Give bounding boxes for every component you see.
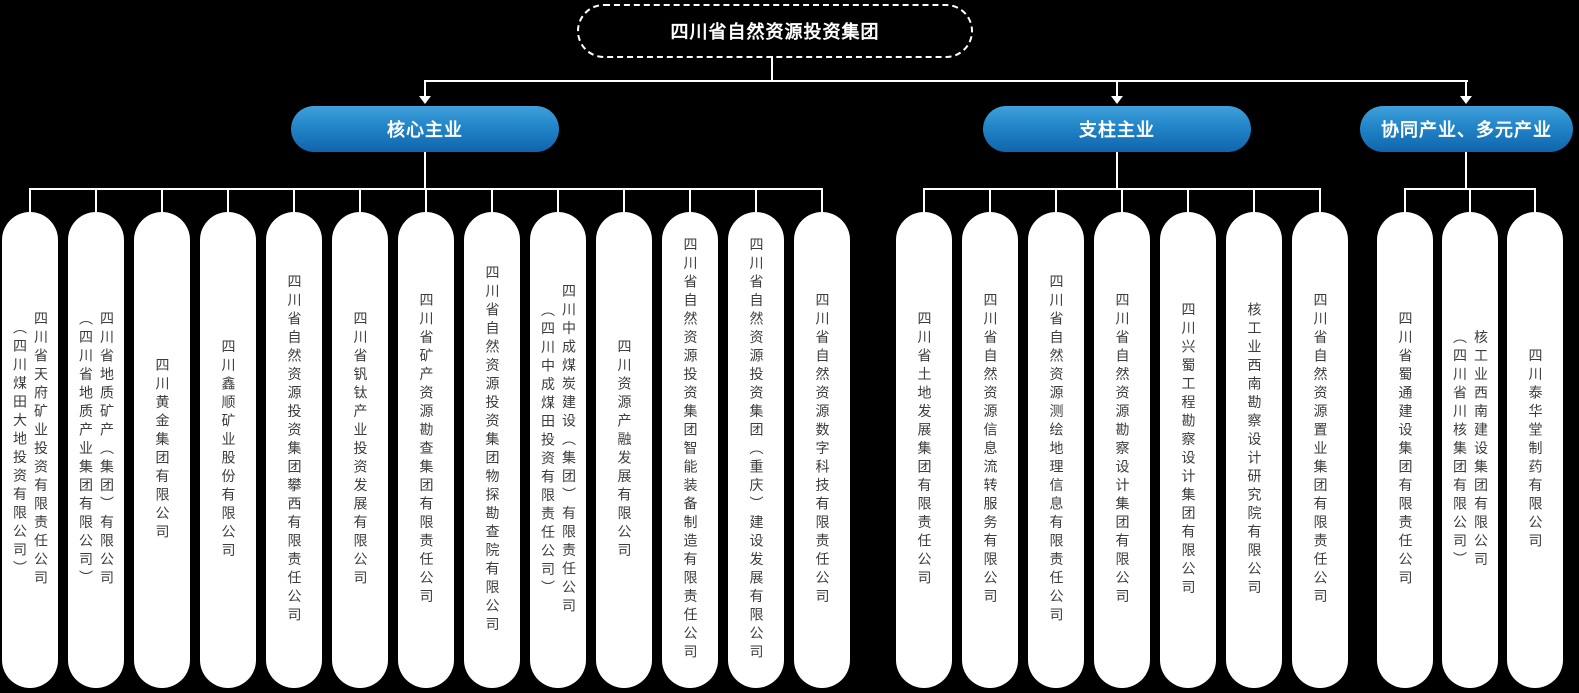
- company-node: 四川鑫顺矿业股份有限公司: [200, 212, 256, 688]
- branch-label: 协同产业、多元产业: [1381, 120, 1552, 140]
- connector-stub: [1319, 189, 1321, 212]
- connector-stub: [923, 189, 925, 212]
- company-node: 四川兴蜀工程勘察设计集团有限公司: [1160, 212, 1216, 688]
- company-name: 四川省天府矿业投资有限责任公司: [33, 311, 49, 589]
- company-name: 四川省自然资源投资集团攀西有限责任公司: [286, 274, 303, 626]
- connector-group1-drop: [424, 152, 426, 190]
- company-name: 四川省地质矿产（集团）有限公司: [99, 311, 115, 589]
- company-name: 四川兴蜀工程勘察设计集团有限公司: [1180, 302, 1197, 598]
- company-node: 四川省地质矿产（集团）有限公司 （四川省地质产业集团有限公司）: [68, 212, 124, 688]
- branch-collaborative-diversified: 协同产业、多元产业: [1360, 106, 1573, 152]
- company-node: 四川省自然资源测绘地理信息有限责任公司: [1028, 212, 1084, 688]
- company-node: 四川省自然资源勘察设计集团有限公司: [1094, 212, 1150, 688]
- company-name: 核工业西南建设集团有限公司: [1473, 329, 1489, 571]
- company-node: 四川省自然资源投资集团（重庆）建设发展有限公司: [728, 212, 784, 688]
- company-node: 四川省土地发展集团有限责任公司: [896, 212, 952, 688]
- company-node: 四川省自然资源置业集团有限责任公司: [1292, 212, 1348, 688]
- company-name: 四川省自然资源置业集团有限责任公司: [1312, 292, 1329, 608]
- company-name: 四川省自然资源勘察设计集团有限公司: [1114, 292, 1131, 608]
- connector-stub: [359, 189, 361, 212]
- company-name: 四川省蜀通建设集团有限责任公司: [1397, 311, 1414, 589]
- company-name: 四川省矿产资源勘查集团有限责任公司: [418, 292, 435, 608]
- company-node: 核工业西南建设集团有限公司 （四川省川核集团有限公司）: [1442, 212, 1498, 688]
- arrow-down-icon: [419, 96, 431, 104]
- company-node: 四川省自然资源数字科技有限责任公司: [794, 212, 850, 688]
- connector-stub: [689, 189, 691, 212]
- company-alias: （四川煤田大地投资有限公司）: [12, 320, 28, 580]
- company-node: 四川省自然资源投资集团物探勘查院有限公司: [464, 212, 520, 688]
- connector-group2-drop: [1116, 152, 1118, 190]
- company-node: 四川省自然资源信息流转服务有限公司: [962, 212, 1018, 688]
- company-node: 四川中成煤炭建设（集团）有限责任公司 （四川中成煤田投资有限责任公司）: [530, 212, 586, 688]
- company-name: 四川省自然资源投资集团智能装备制造有限责任公司: [682, 237, 699, 663]
- company-node: 四川省自然资源投资集团智能装备制造有限责任公司: [662, 212, 718, 688]
- connector-branch2-stub: [1116, 80, 1118, 97]
- company-node: 四川省天府矿业投资有限责任公司 （四川煤田大地投资有限公司）: [2, 212, 58, 688]
- connector-top-rail: [424, 80, 1468, 82]
- connector-trunk: [771, 56, 773, 82]
- connector-stub: [1187, 189, 1189, 212]
- branch-label: 核心主业: [387, 120, 463, 140]
- connector-stub: [1534, 189, 1536, 212]
- connector-stub: [29, 189, 31, 212]
- connector-group3-drop: [1465, 152, 1467, 190]
- company-node: 四川泰华堂制药有限公司: [1507, 212, 1563, 688]
- company-name: 四川省自然资源投资集团（重庆）建设发展有限公司: [748, 237, 765, 663]
- company-alias: （四川省地质产业集团有限公司）: [78, 311, 94, 589]
- company-node: 四川省钒钛产业投资发展有限公司: [332, 212, 388, 688]
- connector-branch3-stub: [1465, 80, 1467, 97]
- arrow-down-icon: [1111, 96, 1123, 104]
- company-node: 四川省蜀通建设集团有限责任公司: [1377, 212, 1433, 688]
- company-name: 核工业西南勘察设计研究院有限公司: [1246, 302, 1263, 598]
- connector-stub: [1055, 189, 1057, 212]
- connector-stub: [1121, 189, 1123, 212]
- connector-stub: [95, 189, 97, 212]
- company-name: 四川资源产融发展有限公司: [616, 339, 633, 561]
- branch-core-business: 核心主业: [291, 106, 559, 152]
- connector-branch1-stub: [424, 80, 426, 97]
- connector-stub: [989, 189, 991, 212]
- connector-stub: [623, 189, 625, 212]
- connector-stub: [821, 189, 823, 212]
- connector-stub: [293, 189, 295, 212]
- company-node: 四川省矿产资源勘查集团有限责任公司: [398, 212, 454, 688]
- company-node: 四川省自然资源投资集团攀西有限责任公司: [266, 212, 322, 688]
- connector-stub: [755, 189, 757, 212]
- branch-pillar-business: 支柱主业: [983, 106, 1251, 152]
- company-name: 四川省自然资源数字科技有限责任公司: [814, 292, 831, 608]
- company-alias: （四川中成煤田投资有限责任公司）: [540, 302, 556, 598]
- company-node: 四川资源产融发展有限公司: [596, 212, 652, 688]
- company-node: 四川黄金集团有限公司: [134, 212, 190, 688]
- company-name: 四川中成煤炭建设（集团）有限责任公司: [561, 283, 577, 617]
- connector-stub: [557, 189, 559, 212]
- company-name: 四川省钒钛产业投资发展有限公司: [352, 311, 369, 589]
- company-name: 四川省自然资源投资集团物探勘查院有限公司: [484, 265, 501, 635]
- branch-label: 支柱主业: [1079, 120, 1155, 140]
- company-name: 四川省自然资源信息流转服务有限公司: [982, 292, 999, 608]
- company-name: 四川鑫顺矿业股份有限公司: [220, 339, 237, 561]
- root-node: 四川省自然资源投资集团: [577, 4, 973, 58]
- company-name: 四川省土地发展集团有限责任公司: [916, 311, 933, 589]
- connector-stub: [1469, 189, 1471, 212]
- company-node: 核工业西南勘察设计研究院有限公司: [1226, 212, 1282, 688]
- company-alias: （四川省川核集团有限公司）: [1452, 329, 1468, 571]
- connector-stub: [491, 189, 493, 212]
- connector-stub: [1253, 189, 1255, 212]
- company-name: 四川黄金集团有限公司: [154, 357, 171, 543]
- company-name: 四川泰华堂制药有限公司: [1527, 348, 1544, 552]
- connector-stub: [227, 189, 229, 212]
- root-title: 四川省自然资源投资集团: [670, 22, 880, 42]
- connector-stub: [1404, 189, 1406, 212]
- company-name: 四川省自然资源测绘地理信息有限责任公司: [1048, 274, 1065, 626]
- arrow-down-icon: [1460, 96, 1472, 104]
- connector-stub: [161, 189, 163, 212]
- connector-stub: [425, 189, 427, 212]
